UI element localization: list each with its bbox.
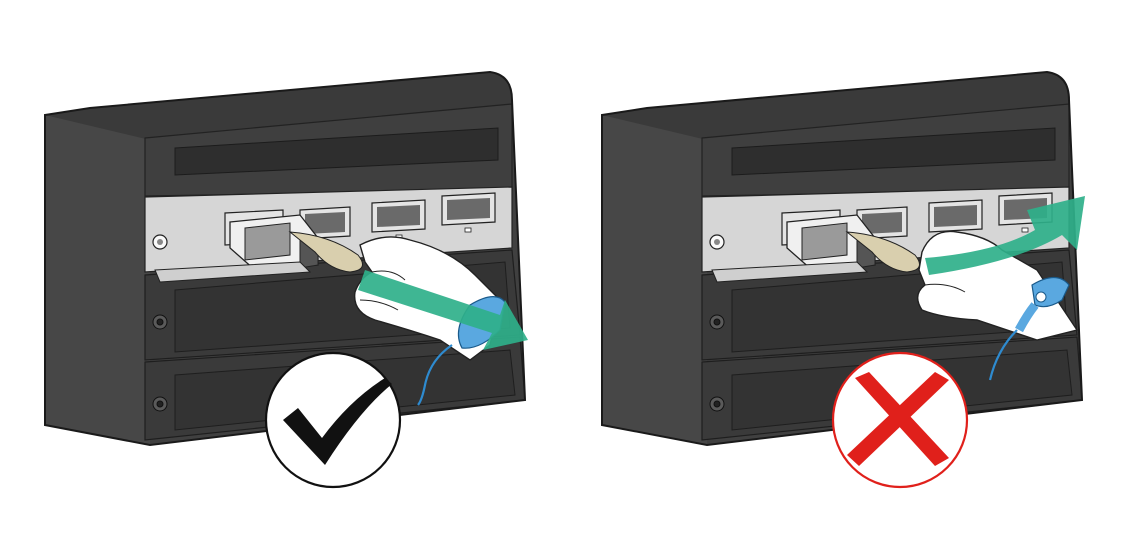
pull-direction-arrow-right (925, 196, 1085, 275)
correct-panel (44, 71, 528, 489)
verdict-badge-correct (264, 351, 402, 489)
incorrect-panel (601, 71, 1085, 489)
check-mark-icon (283, 378, 392, 465)
cross-mark-icon (847, 372, 949, 466)
verdict-badge-incorrect (831, 351, 969, 489)
pull-direction-arrow-left (358, 270, 528, 350)
